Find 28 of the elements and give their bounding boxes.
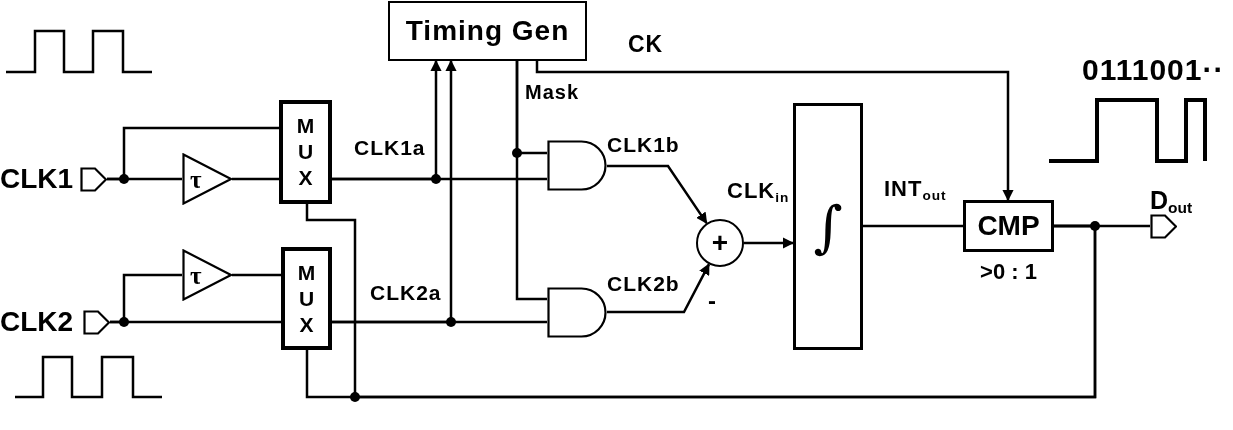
- bitstream-label: 0111001··: [1082, 53, 1225, 88]
- arrow: [607, 164, 708, 225]
- integrator-block: ∫: [793, 103, 863, 350]
- input-port: CLK2: [0, 307, 110, 337]
- arrow: [332, 59, 457, 324]
- and-gate-symbol: [547, 140, 607, 191]
- output-port: D$_{out}$: [1150, 186, 1206, 240]
- input-port: CLK1: [0, 164, 107, 194]
- delay-buffer: τ: [182, 249, 232, 301]
- wire: [232, 177, 279, 181]
- timing-generator-block: Timing Gen: [388, 1, 587, 61]
- multiplexer-block: M U X: [279, 100, 332, 204]
- wire: [110, 320, 281, 324]
- comparator-block: CMP: [963, 200, 1054, 252]
- arrow: [332, 59, 442, 181]
- wire: [515, 61, 547, 301]
- threshold-label: >0 : 1: [979, 259, 1038, 285]
- arrow: [535, 61, 1014, 202]
- wire: [863, 224, 963, 228]
- multiplexer-block: M U X: [281, 247, 332, 350]
- sign-label: -: [708, 287, 716, 315]
- arrow: [607, 263, 710, 314]
- delay-buffer: τ: [182, 153, 232, 205]
- arrow: [744, 237, 795, 249]
- and-gate-symbol: [547, 287, 607, 338]
- wire: [107, 177, 182, 181]
- wire: [232, 273, 281, 277]
- summing-junction: +: [696, 219, 744, 267]
